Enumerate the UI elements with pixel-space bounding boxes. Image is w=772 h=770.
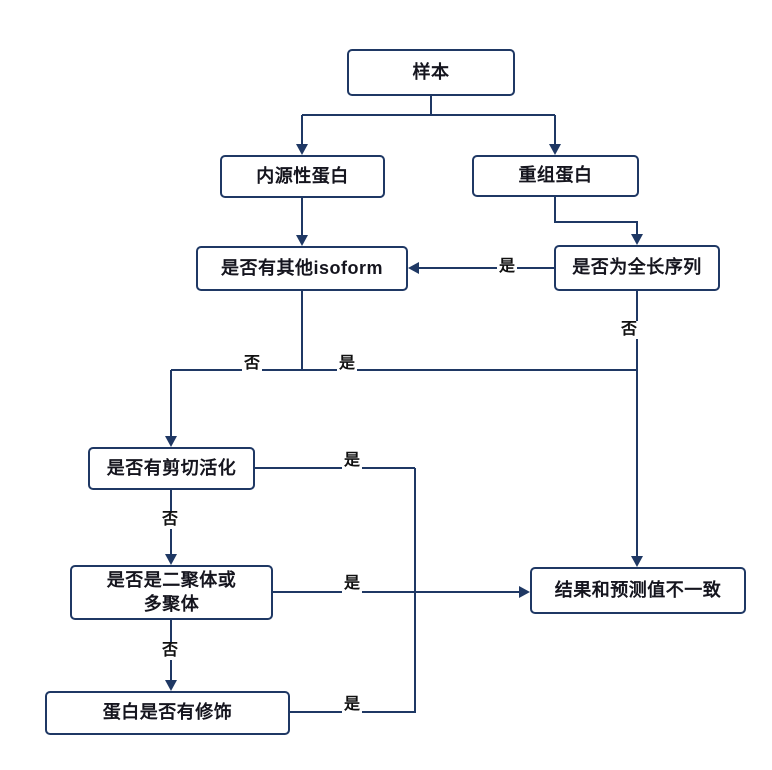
node-cleavage-activation: 是否有剪切活化 <box>88 447 255 490</box>
edge-recombinant-to-fulllength <box>554 197 638 236</box>
edge-label-modification-yes: 是 <box>341 696 363 714</box>
node-recombinant-protein: 重组蛋白 <box>472 155 639 197</box>
node-endogenous-protein: 内源性蛋白 <box>220 155 385 198</box>
node-sample-label: 样本 <box>412 61 450 82</box>
node-result-mismatch-label: 结果和预测值不一致 <box>554 579 722 600</box>
edge-label-cleavage-yes: 是 <box>341 452 363 470</box>
edge-sample-split <box>301 96 556 145</box>
node-protein-modification-label: 蛋白是否有修饰 <box>102 702 233 723</box>
edge-label-dimer-no: 否 <box>159 642 181 660</box>
node-recombinant-protein-label: 重组蛋白 <box>518 165 593 186</box>
arrowhead-modification-top <box>165 680 177 691</box>
edge-label-isoform-no: 否 <box>241 355 263 373</box>
node-protein-modification: 蛋白是否有修饰 <box>45 691 290 735</box>
node-other-isoform: 是否有其他isoform <box>196 246 408 291</box>
arrowhead-result-top <box>631 556 643 567</box>
arrowhead-fulllength-top <box>631 234 643 245</box>
node-other-isoform-label: 是否有其他isoform <box>220 257 383 278</box>
arrowhead-isoform-right <box>408 262 419 274</box>
node-dimer-multimer-label: 是否是二聚体或 多聚体 <box>106 570 237 614</box>
arrowhead-cleavage-top <box>165 436 177 447</box>
node-endogenous-protein-label: 内源性蛋白 <box>256 165 349 186</box>
node-dimer-multimer: 是否是二聚体或 多聚体 <box>70 565 273 620</box>
node-sample: 样本 <box>347 49 515 96</box>
edge-isoform-branch <box>170 291 637 438</box>
edge-label-fulllength-no: 否 <box>618 321 640 339</box>
edge-label-cleavage-no: 否 <box>159 511 181 529</box>
arrowhead-endogenous-top <box>296 144 308 155</box>
node-full-length-sequence-label: 是否为全长序列 <box>572 257 702 278</box>
arrowhead-isoform-top <box>296 235 308 246</box>
edge-cleavage-yes-line <box>255 467 416 712</box>
arrowhead-result-left <box>519 586 530 598</box>
node-result-mismatch: 结果和预测值不一致 <box>530 567 746 614</box>
arrowhead-dimer-top <box>165 554 177 565</box>
edge-label-isoform-yes: 是 <box>336 355 358 373</box>
arrowhead-recombinant-top <box>549 144 561 155</box>
node-full-length-sequence: 是否为全长序列 <box>554 245 720 291</box>
node-cleavage-activation-label: 是否有剪切活化 <box>106 457 237 478</box>
edge-label-dimer-yes: 是 <box>341 575 363 593</box>
edge-label-fulllength-yes: 是 <box>496 258 518 276</box>
